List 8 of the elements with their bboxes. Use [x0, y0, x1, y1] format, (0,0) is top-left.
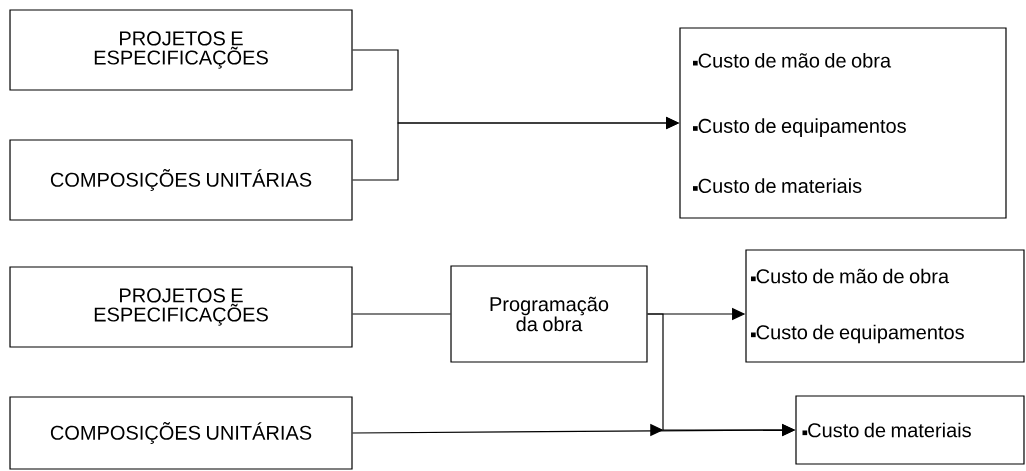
- process-box: PROJETOS E ESPECIFICAÇÕES: [9, 9, 353, 91]
- list-box: Custo de mão de obra Custo de equipamentos: [745, 249, 1025, 363]
- process-box: COMPOSIÇÕES UNITÁRIAS: [9, 396, 353, 470]
- list-box: Custo de materiais: [795, 395, 1025, 465]
- process-box: COMPOSIÇÕES UNITÁRIAS: [9, 139, 353, 221]
- process-box: Programação da obra: [450, 265, 648, 363]
- process-box: PROJETOS E ESPECIFICAÇÕES: [9, 266, 353, 348]
- list-box: Custo de mão de obra Custo de equipamentos Custo de materiais: [679, 27, 1007, 219]
